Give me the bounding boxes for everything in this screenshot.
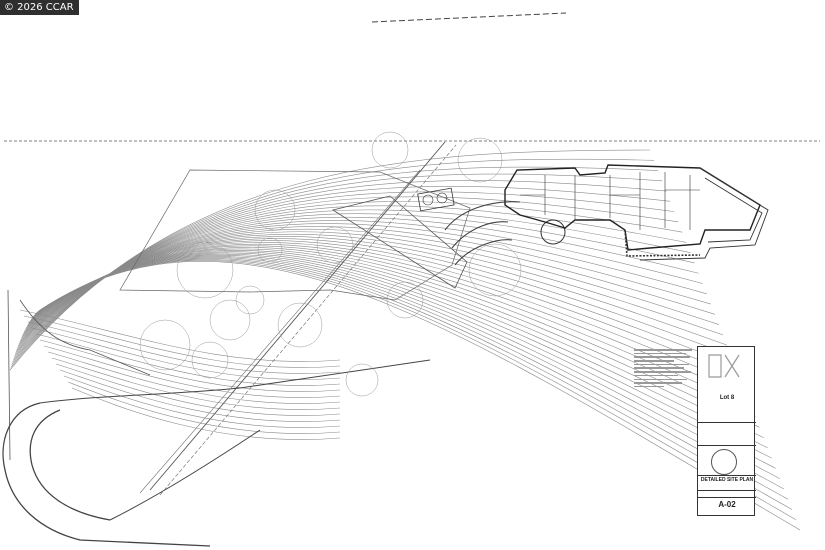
contour-line	[17, 205, 687, 349]
sheet-title: DETAILED SITE PLAN	[700, 477, 754, 483]
curved-driveway	[444, 201, 521, 266]
lot-label: Lot 8	[719, 395, 735, 401]
contour-line	[35, 333, 341, 386]
contour-line	[39, 260, 797, 520]
building-pad	[331, 195, 468, 289]
copyright-watermark: © 2026 CCAR	[0, 0, 79, 15]
access-road-line-2	[159, 144, 457, 496]
contour-line	[31, 327, 341, 380]
contour-line	[39, 339, 341, 392]
house-walls	[520, 172, 700, 230]
contour-line	[43, 345, 341, 398]
title-block: Lot 8 DETAILED SITE PLAN A-02	[697, 346, 756, 516]
house-outline	[504, 164, 761, 251]
contour-line	[67, 381, 341, 434]
contour-line	[19, 309, 341, 362]
tank-pad	[417, 187, 455, 212]
general-notes	[634, 349, 694, 390]
access-road-line-3	[139, 169, 421, 494]
property-line-top	[371, 12, 567, 23]
contour-line	[59, 369, 341, 422]
contour-line	[18, 213, 695, 345]
tank-1	[422, 194, 434, 206]
contour-lines	[9, 149, 801, 531]
contour-line	[23, 231, 720, 333]
sheet-number: A-02	[718, 500, 736, 509]
contour-line	[71, 387, 341, 440]
road-loop	[2, 402, 211, 547]
contour-line	[23, 315, 341, 368]
firm-logo-icon	[708, 354, 740, 378]
contour-line	[55, 363, 341, 416]
parcel-outline	[119, 169, 471, 301]
round-court	[540, 219, 566, 245]
retaining-wall	[624, 229, 701, 257]
contour-line	[63, 375, 341, 428]
contour-line	[51, 357, 341, 410]
contour-line	[27, 321, 341, 374]
contour-line	[47, 351, 341, 404]
contour-line	[17, 209, 691, 347]
lot-boundary-left	[7, 289, 151, 461]
contour-line	[21, 223, 707, 339]
architect-stamp-icon	[711, 449, 737, 475]
road-edge	[39, 359, 431, 521]
contour-line	[39, 261, 801, 531]
contour-line	[19, 216, 699, 342]
contour-line	[12, 173, 663, 363]
contour-line	[30, 248, 756, 418]
contour-line	[25, 236, 728, 346]
terrace-walls	[639, 167, 769, 261]
tank-2	[436, 192, 448, 204]
access-road-line-1	[149, 141, 446, 491]
